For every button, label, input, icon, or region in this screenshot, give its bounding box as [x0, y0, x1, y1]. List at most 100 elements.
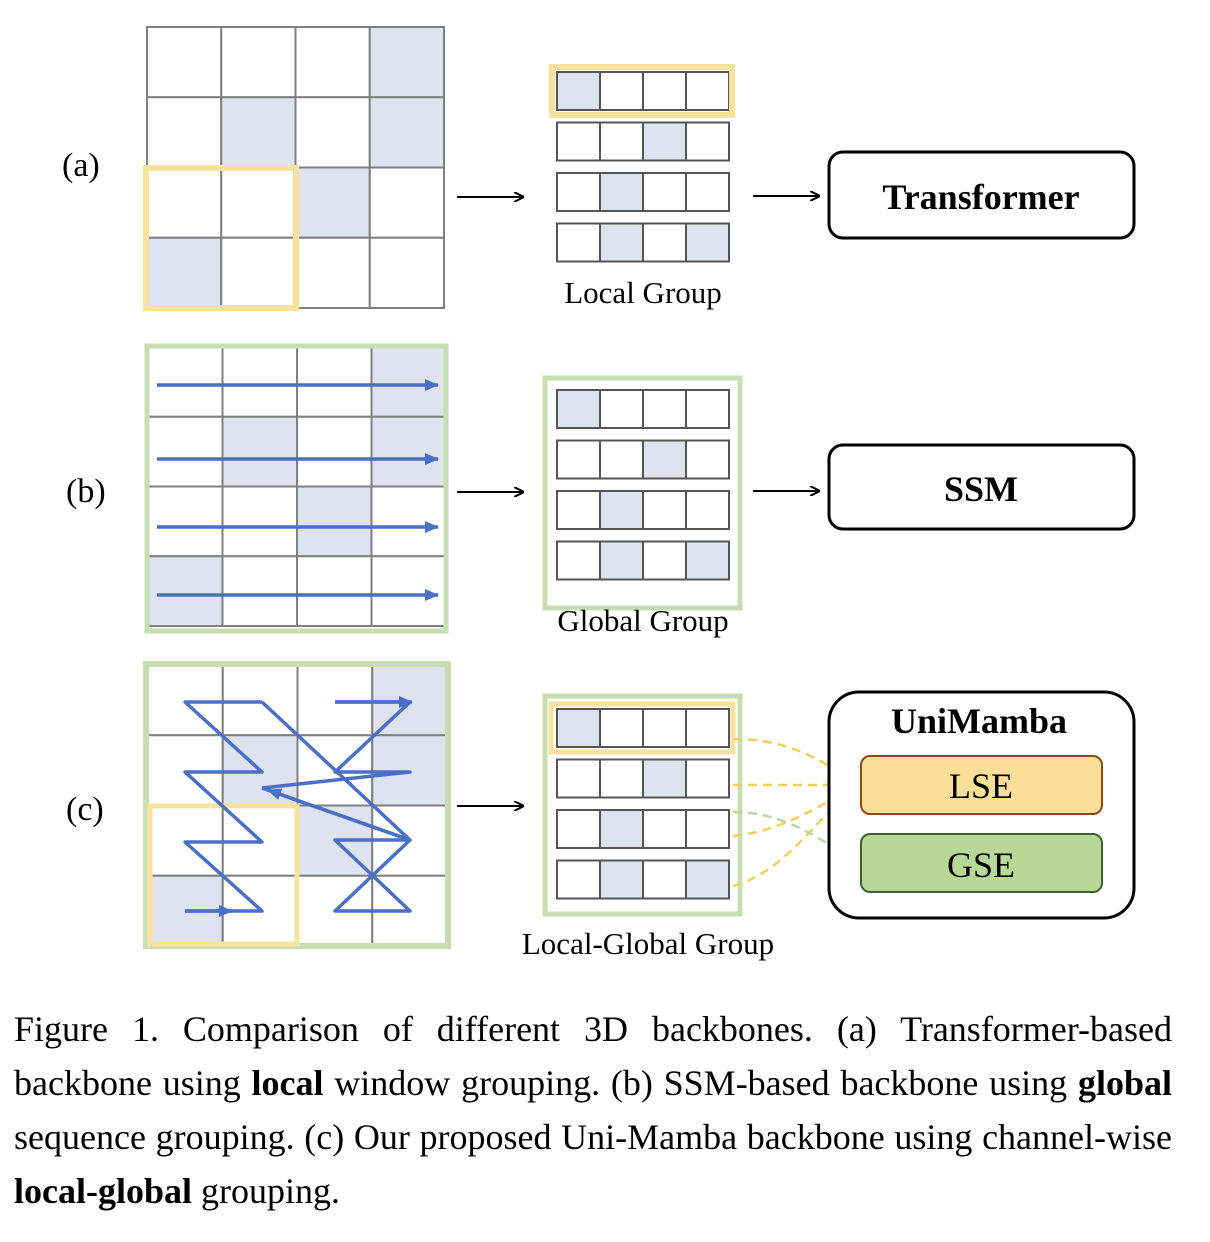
grid-cell [296, 485, 373, 558]
group-cell [642, 708, 687, 748]
transformer-box [827, 150, 1136, 240]
group-cell [642, 859, 687, 900]
grid-cell [146, 26, 223, 99]
group-cell [556, 540, 601, 581]
row-b-group-highlight [542, 375, 743, 611]
group-cell [599, 809, 644, 849]
group-cell [642, 121, 687, 162]
group-cell [599, 490, 644, 530]
group-cell [599, 859, 644, 900]
group-cell [685, 758, 730, 799]
row-c-group-highlight [542, 693, 743, 917]
row-a-group-label: Local Group [564, 275, 722, 310]
group-cell [556, 859, 601, 900]
figure-caption: Figure 1. Comparison of different 3D bac… [14, 1002, 1172, 1218]
grid-cell [368, 166, 445, 239]
row-a-group-highlight [549, 64, 735, 118]
group-cell [599, 708, 644, 748]
group-cell [556, 708, 601, 748]
row-b-group-label: Global Group [557, 603, 728, 638]
group-cell [599, 121, 644, 162]
transformer-label: Transformer [882, 177, 1079, 217]
row-b-global-group [556, 389, 730, 581]
group-cell [685, 439, 730, 480]
lse-block [860, 755, 1103, 815]
row-b: (b) Global Group SSM [66, 343, 1136, 638]
group-cell [685, 222, 730, 263]
row-c: (c) Local-Global Group UniMamba LSE [66, 661, 1136, 961]
grid-cell [294, 26, 371, 99]
grid-cell [220, 96, 297, 169]
caption-text-1: Figure 1. Comparison of different 3D bac… [14, 1009, 1172, 1103]
grid-cell [296, 415, 373, 488]
ssm-label: SSM [944, 469, 1018, 509]
grid-cell [146, 166, 223, 239]
group-cell [556, 71, 601, 111]
group-cell [556, 222, 601, 263]
grid-cell [294, 96, 371, 169]
group-cell [599, 222, 644, 263]
group-cell [685, 389, 730, 429]
grid-cell [368, 96, 445, 169]
scan-window-bottom-right [260, 700, 412, 913]
row-c-local-global-group [556, 708, 730, 900]
row-c-label: (c) [66, 791, 104, 828]
group-cell [556, 389, 601, 429]
caption-text-3: sequence grouping. (c) Our proposed Uni-… [14, 1117, 1172, 1157]
group-cell [556, 172, 601, 212]
group-cell [642, 490, 687, 530]
grid-cell [370, 346, 447, 418]
scan-window-bottom-left [183, 700, 264, 913]
group-cell [685, 809, 730, 849]
group-cell [642, 71, 687, 111]
caption-bold-global: global [1077, 1063, 1172, 1103]
group-cell [556, 121, 601, 162]
grid-cell [146, 96, 223, 169]
caption-bold-local: local [251, 1063, 324, 1103]
row-b-voxel-grid [147, 346, 447, 627]
group-cell [685, 172, 730, 212]
group-cell [685, 71, 730, 111]
row-b-scan-arrows [157, 379, 439, 601]
caption-bold-local-global: local-global [14, 1171, 192, 1211]
row-a-label: (a) [62, 147, 100, 184]
group-cell [599, 172, 644, 212]
group-cell [556, 439, 601, 480]
group-cell [599, 540, 644, 581]
row-a: (a) Local Group Transformer [62, 26, 1136, 311]
group-cell [685, 121, 730, 162]
grid-cell [147, 415, 224, 488]
gse-label: GSE [947, 845, 1015, 885]
group-cell [599, 758, 644, 799]
group-cell [642, 172, 687, 212]
group-cell [599, 71, 644, 111]
group-cell [556, 758, 601, 799]
group-cell [642, 222, 687, 263]
group-cell [642, 758, 687, 799]
group-cell [599, 389, 644, 429]
group-cell [685, 490, 730, 530]
row-c-group-label: Local-Global Group [522, 926, 774, 961]
caption-text-2: window grouping. (b) SSM-based backbone … [323, 1063, 1078, 1103]
grid-cell [221, 485, 298, 558]
grid-cell [370, 555, 447, 627]
row-c-group-local-highlight [548, 701, 736, 755]
row-a-local-window-highlight [143, 165, 299, 311]
group-cell [599, 439, 644, 480]
grid-cell [147, 555, 224, 627]
grid-cell [220, 236, 297, 309]
gse-block [860, 833, 1103, 893]
grid-cell [296, 346, 373, 418]
grid-cell [220, 26, 297, 99]
group-cell [642, 540, 687, 581]
comparison-figure: (a) Local Group Transformer (b) Global G… [62, 26, 1136, 961]
row-b-global-highlight [144, 343, 449, 634]
grid-cell [221, 415, 298, 488]
grid-cell [147, 485, 224, 558]
grid-cell [370, 415, 447, 488]
grid-cell [147, 346, 224, 418]
grid-cell [370, 485, 447, 558]
group-cell [556, 490, 601, 530]
grid-cell [294, 236, 371, 309]
row-a-voxel-grid [146, 26, 445, 309]
